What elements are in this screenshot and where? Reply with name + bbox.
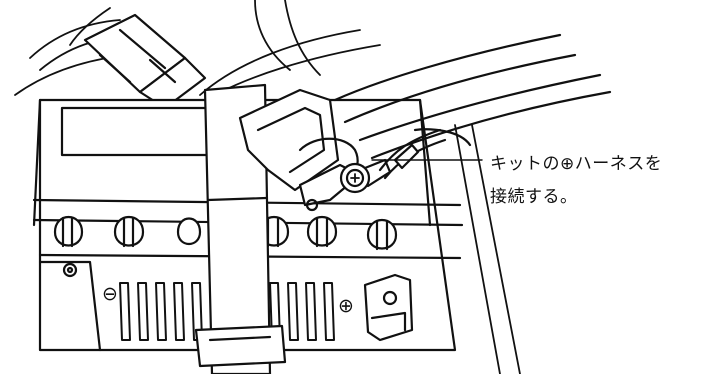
kit-harness-terminal xyxy=(339,128,447,194)
support-pole xyxy=(454,124,521,374)
main-cables xyxy=(333,33,612,160)
connector-plug xyxy=(83,13,207,110)
background-wires xyxy=(14,0,381,111)
callout-line-1: キットの⊕ハーネスを xyxy=(490,154,663,174)
callout-line-2: 接続する。 xyxy=(490,187,578,207)
positive-terminal-mark: ⊕ xyxy=(338,295,354,317)
negative-terminal-mark: ⊖ xyxy=(102,283,118,305)
battery-ribs xyxy=(119,282,335,341)
callout-text: キットの⊕ハーネスを 接続する。 xyxy=(490,148,662,214)
